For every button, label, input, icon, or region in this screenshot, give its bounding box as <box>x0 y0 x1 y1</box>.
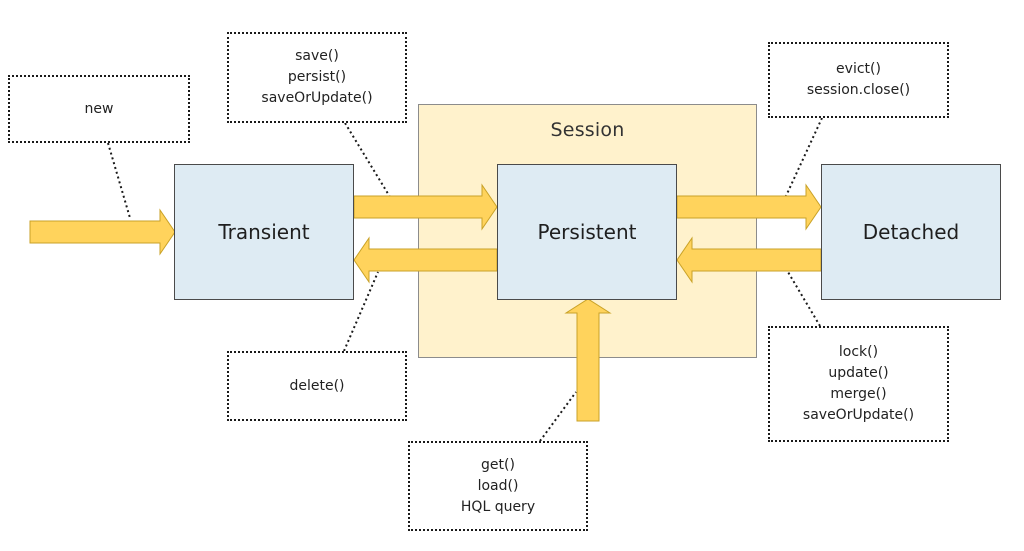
note-line: get() <box>481 456 515 473</box>
note-line: HQL query <box>460 498 536 515</box>
note-line: delete() <box>289 377 345 394</box>
state-detached-label: Detached <box>862 220 960 244</box>
leader-new <box>107 142 131 219</box>
leader-delete <box>343 271 379 352</box>
note-line: update() <box>828 365 889 381</box>
arrow-detached-to-persistent <box>676 236 822 284</box>
note-retrieval-methods: get() load() HQL query <box>408 441 588 531</box>
state-transient-label: Transient <box>218 220 310 244</box>
arrow-query-to-persistent <box>564 298 612 422</box>
arrow-new-to-transient <box>29 208 176 256</box>
leader-evict <box>785 117 823 197</box>
note-new: new <box>8 75 190 143</box>
note-line: new <box>84 100 114 117</box>
note-line: save() <box>295 48 339 64</box>
note-evict-methods: evict() session.close() <box>768 42 949 118</box>
arrow-transient-to-persistent <box>353 183 498 231</box>
arrow-persistent-to-transient <box>353 236 498 284</box>
leader-get <box>539 391 577 442</box>
note-line: saveOrUpdate() <box>261 90 373 106</box>
note-line: load() <box>477 477 519 494</box>
note-reattach-methods: lock() update() merge() saveOrUpdate() <box>768 326 949 442</box>
note-line: saveOrUpdate() <box>802 407 915 423</box>
state-persistent: Persistent <box>497 164 677 300</box>
leader-lock <box>787 271 821 327</box>
session-title: Session <box>550 119 625 141</box>
note-line: evict() <box>836 61 881 77</box>
note-line: lock() <box>838 344 879 360</box>
state-transient: Transient <box>174 164 354 300</box>
note-delete-method: delete() <box>227 351 407 421</box>
state-detached: Detached <box>821 164 1001 300</box>
note-line: session.close() <box>806 82 911 98</box>
note-save-methods: save() persist() saveOrUpdate() <box>227 32 407 123</box>
note-line: merge() <box>830 386 887 402</box>
note-line: persist() <box>287 69 347 85</box>
arrow-persistent-to-detached <box>676 183 822 231</box>
state-persistent-label: Persistent <box>537 220 637 244</box>
